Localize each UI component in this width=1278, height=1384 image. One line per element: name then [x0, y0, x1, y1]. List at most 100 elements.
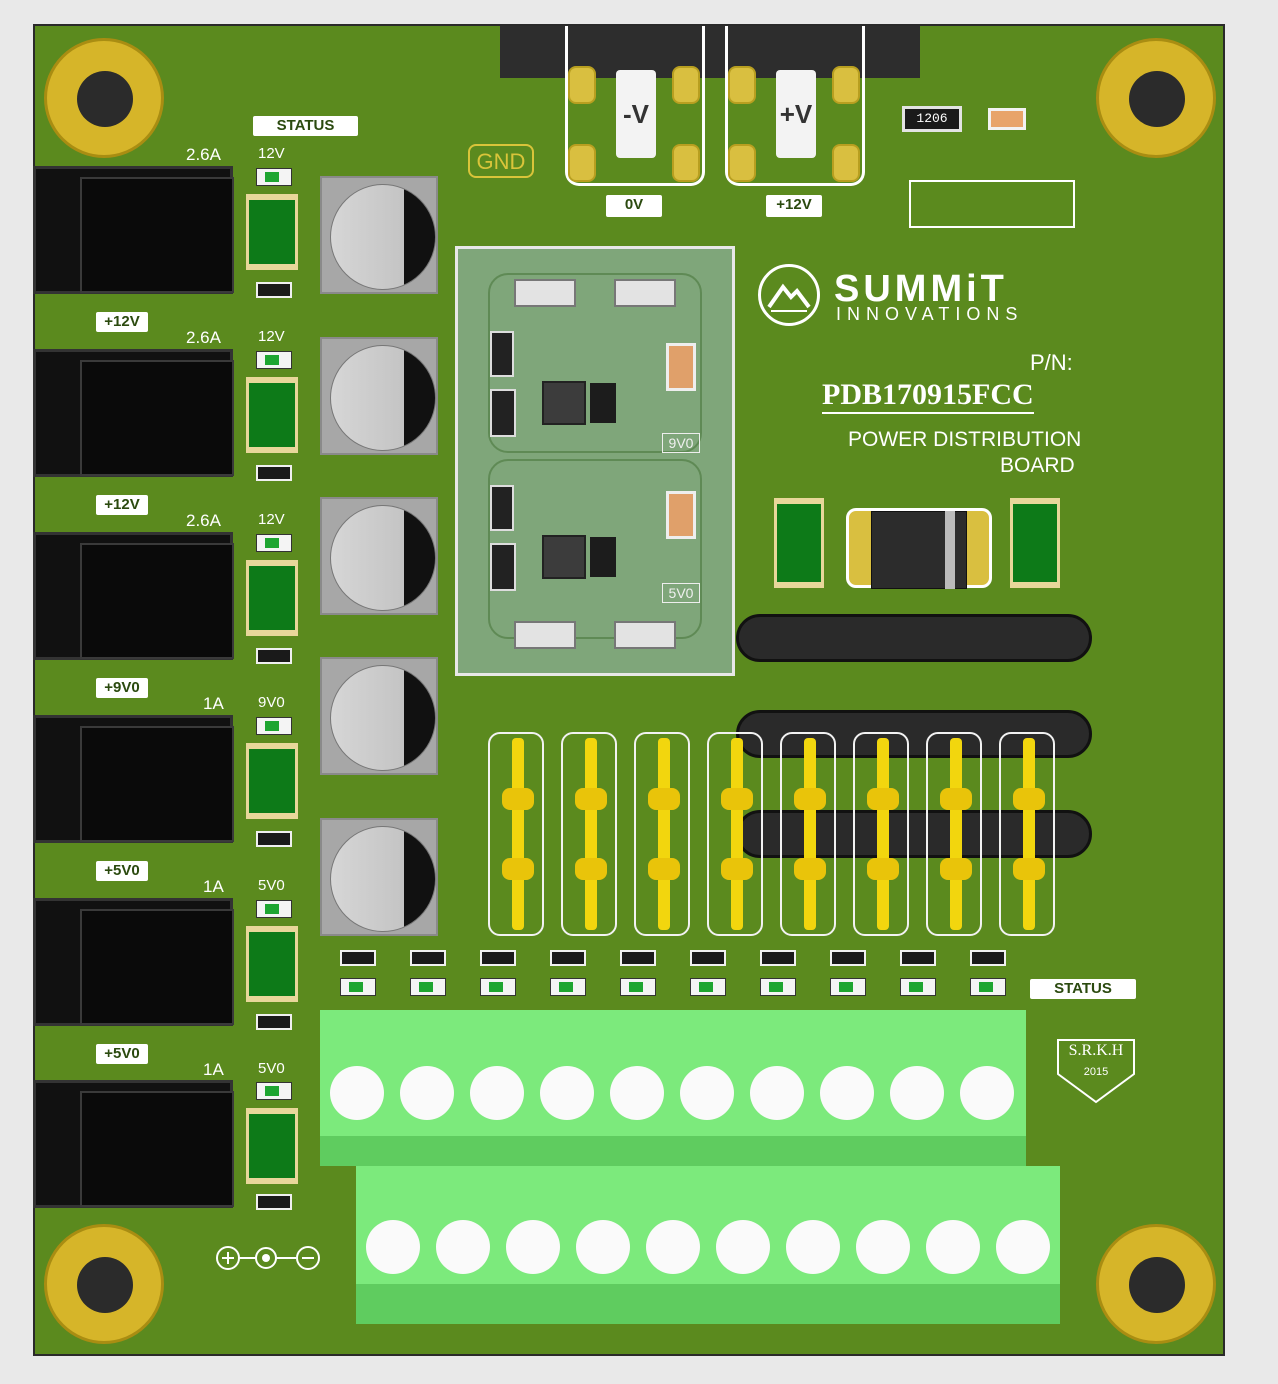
terminal-screw[interactable] [646, 1220, 700, 1274]
capacitor-4 [320, 657, 438, 775]
output-6-current: 1A [203, 1060, 224, 1079]
dc-jack-2[interactable] [33, 349, 234, 477]
mounting-hole-bottom-left [44, 1224, 164, 1344]
input-terminal-negative[interactable]: -V [565, 26, 705, 186]
part-number: PDB170915FCC [822, 378, 1034, 414]
terminal-screw[interactable] [926, 1220, 980, 1274]
fuse-5[interactable] [780, 732, 836, 936]
negative-terminal-label: -V [616, 70, 656, 158]
terminal-screw[interactable] [470, 1066, 524, 1120]
output-3-rail: +9V0 [96, 678, 148, 698]
status-label-bottom: STATUS [1030, 979, 1136, 999]
output-2-rail: +12V [96, 495, 148, 515]
terminal-screw[interactable] [400, 1066, 454, 1120]
dc-jack-4[interactable] [33, 715, 234, 843]
terminal-screw[interactable] [506, 1220, 560, 1274]
led-resistor [690, 950, 726, 966]
terminal-screw[interactable] [436, 1220, 490, 1274]
status-led-row [970, 978, 1006, 996]
status-led-3 [256, 534, 292, 552]
diode-pad [846, 508, 992, 589]
status-led-row [550, 978, 586, 996]
inductor-right-2 [1010, 498, 1060, 588]
company-name: SUMMiT [834, 268, 1008, 310]
positive-terminal-label: +V [776, 70, 816, 158]
badge-initials: S.R.K.H [1068, 1042, 1124, 1059]
terminal-screw[interactable] [996, 1220, 1050, 1274]
output-4-current: 1A [203, 694, 224, 713]
dc-jack-1[interactable] [33, 166, 234, 294]
fuse-4[interactable] [707, 732, 763, 936]
output-5-rail: +5V0 [96, 1044, 148, 1064]
dc-jack-3[interactable] [33, 532, 234, 660]
input-terminal-positive[interactable]: +V [725, 26, 865, 186]
led-resistor [830, 950, 866, 966]
terminal-screw[interactable] [960, 1066, 1014, 1120]
plus12-input-label: +12V [766, 195, 822, 217]
badge-year: 2015 [1083, 1066, 1109, 1078]
terminal-screw[interactable] [576, 1220, 630, 1274]
fuse-7[interactable] [926, 732, 982, 936]
terminal-screw[interactable] [540, 1066, 594, 1120]
dc-polarity-icon [214, 1244, 324, 1272]
resistor-5 [256, 1014, 292, 1030]
company-subtitle: INNOVATIONS [836, 304, 1024, 324]
mounting-hole-top-left [44, 38, 164, 158]
terminal-screw[interactable] [716, 1220, 770, 1274]
label-box [909, 180, 1075, 228]
status-led-row [830, 978, 866, 996]
output-3-led-label: 12V [258, 511, 285, 528]
output-5-led-label: 5V0 [258, 877, 285, 894]
resistor-4 [256, 831, 292, 847]
terminal-screw[interactable] [680, 1066, 734, 1120]
terminal-screw[interactable] [330, 1066, 384, 1120]
output-6-led-label: 5V0 [258, 1060, 285, 1077]
inductor-4 [246, 743, 298, 819]
output-2-current: 2.6A [186, 328, 221, 347]
terminal-screw[interactable] [786, 1220, 840, 1274]
inductor-5 [246, 926, 298, 1002]
terminal-block-top [320, 1010, 1026, 1166]
status-led-row [900, 978, 936, 996]
resistor-1206: 1206 [902, 106, 962, 132]
led-resistor [410, 950, 446, 966]
board-description-1: POWER DISTRIBUTION [848, 428, 1082, 451]
resistor-3 [256, 648, 292, 664]
mounting-hole-top-right [1096, 38, 1216, 158]
fuse-3[interactable] [634, 732, 690, 936]
led-resistor [620, 950, 656, 966]
fuse-6[interactable] [853, 732, 909, 936]
led-resistor [340, 950, 376, 966]
capacitor-1 [320, 176, 438, 294]
terminal-screw[interactable] [366, 1220, 420, 1274]
terminal-screw[interactable] [890, 1066, 944, 1120]
fuse-2[interactable] [561, 732, 617, 936]
output-1-rail: +12V [96, 312, 148, 332]
output-1-led-label: 12V [258, 145, 285, 162]
status-led-row [690, 978, 726, 996]
output-3-current: 2.6A [186, 511, 221, 530]
inductor-3 [246, 560, 298, 636]
terminal-screw[interactable] [750, 1066, 804, 1120]
dc-jack-6[interactable] [33, 1080, 234, 1208]
status-led-row [620, 978, 656, 996]
capacitor-2 [320, 337, 438, 455]
regulator-module: 9V0 5V0 [455, 246, 735, 676]
fuse-1[interactable] [488, 732, 544, 936]
terminal-screw[interactable] [610, 1066, 664, 1120]
status-led-1 [256, 168, 292, 186]
inductor-right-1 [774, 498, 824, 588]
output-1-current: 2.6A [186, 145, 221, 164]
regulator-upper-label: 9V0 [662, 433, 700, 453]
mounting-hole-bottom-right [1096, 1224, 1216, 1344]
dc-jack-5[interactable] [33, 898, 234, 1026]
fuse-8[interactable] [999, 732, 1055, 936]
capacitor-3 [320, 497, 438, 615]
zero-volt-label: 0V [606, 195, 662, 217]
terminal-screw[interactable] [856, 1220, 910, 1274]
output-2-led-label: 12V [258, 328, 285, 345]
resistor-6 [256, 1194, 292, 1210]
srkh-badge: S.R.K.H 2015 [1054, 1036, 1138, 1106]
status-led-4 [256, 717, 292, 735]
terminal-screw[interactable] [820, 1066, 874, 1120]
